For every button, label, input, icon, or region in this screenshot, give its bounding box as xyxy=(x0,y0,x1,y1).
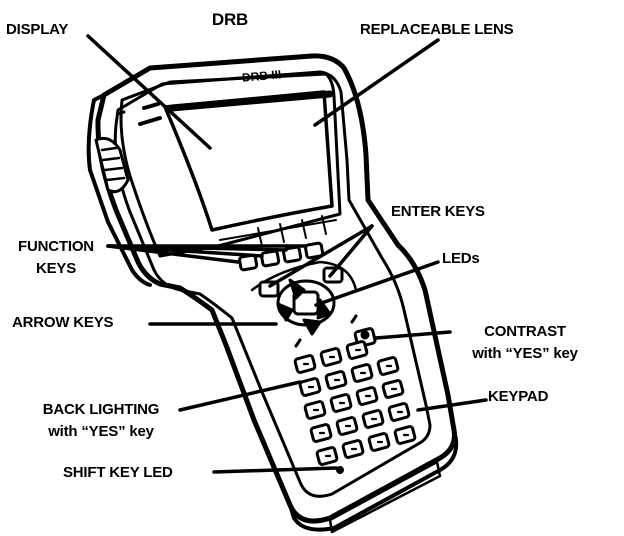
label-enter-keys: ENTER KEYS xyxy=(391,203,485,220)
label-contrast-line1: CONTRAST xyxy=(484,323,566,340)
label-display: DISPLAY xyxy=(6,21,69,38)
label-replaceable-lens: REPLACEABLE LENS xyxy=(360,21,514,38)
leader-lines xyxy=(86,34,488,474)
label-leds: LEDs xyxy=(442,250,480,267)
arrow-keys xyxy=(276,278,336,336)
shift-key-led xyxy=(336,466,344,474)
label-contrast-line2: with “YES” key xyxy=(472,345,578,362)
label-keypad: KEYPAD xyxy=(488,388,549,405)
label-back-lighting-line2: with “YES” key xyxy=(48,423,154,440)
label-function-keys-line2: KEYS xyxy=(35,260,77,277)
device-brand-text: DRB III xyxy=(241,67,281,84)
device-face xyxy=(113,70,432,498)
enter-keys xyxy=(258,266,344,298)
label-arrow-keys: ARROW KEYS xyxy=(12,314,114,331)
label-function-keys-line1: FUNCTION xyxy=(18,238,94,255)
label-shift-key-led: SHIFT KEY LED xyxy=(63,464,173,481)
display-screen xyxy=(163,90,334,232)
leds-mark xyxy=(294,314,358,348)
diagram-title: DRB xyxy=(211,10,249,29)
label-back-lighting-line1: BACK LIGHTING xyxy=(42,401,160,418)
function-keys xyxy=(238,241,325,272)
